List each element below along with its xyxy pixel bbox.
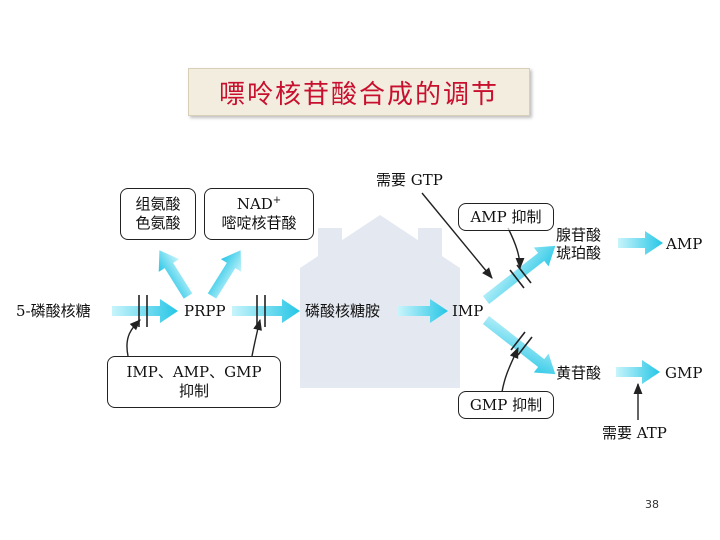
gmp-inhibition-box: GMP 抑制 (458, 391, 554, 419)
node-xmp: 黄苷酸 (556, 364, 602, 382)
pyrimidine-nucleotide-label: 嘧啶核苷酸 (221, 214, 297, 232)
arrow-pra-imp (398, 299, 448, 323)
node-adenylosuccinate-line2: 琥珀酸 (556, 244, 602, 262)
amp-inhibition-label: AMP 抑制 (470, 207, 542, 226)
arrow-adenylosuccinate-amp (618, 231, 663, 255)
nad-pyrimidine-box: NAD+ 嘧啶核苷酸 (204, 188, 314, 240)
page-title: 嘌呤核苷酸合成的调节 (218, 79, 499, 110)
feedback-inhibition-box: IMP、AMP、GMP 抑制 (107, 356, 281, 408)
amino-acids-box: 组氨酸 色氨酸 (120, 188, 196, 240)
node-adenylosuccinate-line1: 腺苷酸 (556, 226, 602, 244)
nad-superscript: + (272, 195, 282, 207)
amino-acid-histidine: 组氨酸 (135, 195, 181, 214)
arrow-prpp-amino-acids (158, 250, 193, 299)
node-amp: AMP (666, 235, 703, 253)
arrow-prpp-pra (232, 299, 300, 323)
title-box: 嘌呤核苷酸合成的调节 (188, 68, 530, 116)
arrow-xmp-gmp (616, 360, 660, 384)
label-needs-gtp: 需要 GTP (376, 171, 443, 189)
feedback-inhibit-label: 抑制 (178, 382, 209, 400)
feedback-line-left (126, 319, 141, 357)
arrow-imp-xmp (482, 316, 556, 375)
node-gmp: GMP (665, 364, 703, 382)
watermark-emblem (300, 215, 460, 388)
feedback-inhibitors-label: IMP、AMP、GMP (126, 363, 262, 382)
node-imp: IMP (452, 302, 484, 320)
arrow-prpp-nad (207, 250, 242, 299)
label-needs-atp: 需要 ATP (602, 424, 667, 442)
arrow-gtp-requirement (421, 192, 493, 279)
amp-inhibition-line (507, 227, 525, 270)
page-number: 38 (645, 498, 659, 511)
amp-inhibition-box: AMP 抑制 (458, 203, 554, 231)
node-adenylosuccinate: 腺苷酸 琥珀酸 (556, 226, 601, 262)
nad-label: NAD (236, 195, 273, 214)
node-prpp: PRPP (184, 302, 226, 320)
gmp-inhibition-line (501, 346, 519, 393)
gmp-inhibition-label: GMP 抑制 (469, 395, 543, 414)
nad-line: NAD+ (237, 195, 281, 214)
arrow-imp-adenylosuccinate (482, 245, 556, 304)
node-phosphoribosylamine: 磷酸核糖胺 (305, 302, 381, 320)
arrow-r5p-prpp (112, 299, 178, 323)
feedback-line-right (251, 318, 262, 357)
node-ribose-5-phosphate: 5-磷酸核糖 (16, 302, 91, 320)
amino-acid-tryptophan: 色氨酸 (135, 214, 181, 232)
